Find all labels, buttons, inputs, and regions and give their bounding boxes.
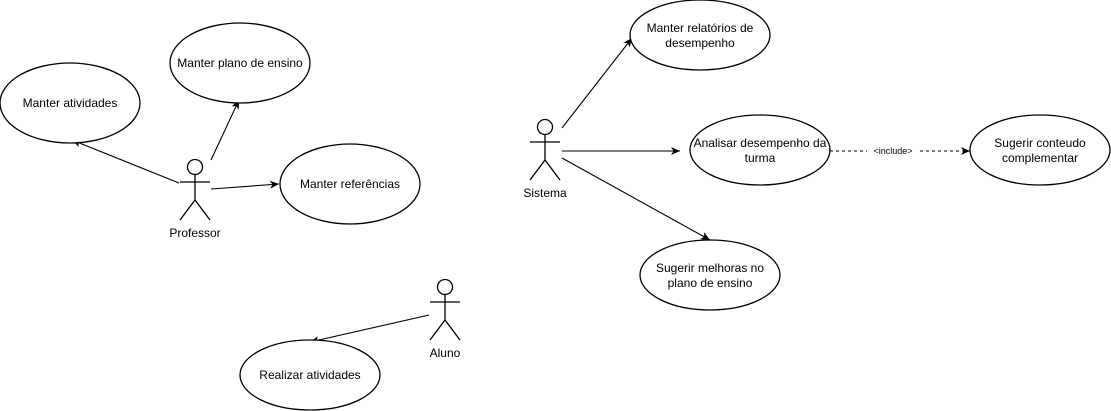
actor-label: Aluno — [430, 346, 461, 360]
association-sistema-sugerir-melhoras — [561, 157, 711, 241]
usecase-label-line-2: desempenho — [665, 36, 735, 50]
usecase-label-line-2: complementar — [1002, 151, 1078, 165]
actor-head-icon — [186, 158, 204, 176]
usecase-label: Realizar atividades — [259, 368, 360, 382]
usecase-sugerir-conteudo[interactable]: Sugerir conteudo complementar — [969, 114, 1111, 186]
association-professor-manter-plano-ensino — [210, 99, 240, 161]
actor-sistema[interactable]: Sistema — [523, 118, 567, 201]
usecase-manter-relatorios[interactable]: Manter relatórios de desempenho — [629, 0, 771, 71]
usecase-manter-atividades[interactable]: Manter atividades — [0, 62, 141, 144]
usecase-label-line-2: turma — [745, 151, 776, 165]
usecase-label-line-1: Sugerir melhoras no — [656, 261, 764, 275]
association-professor-manter-referencias — [210, 180, 280, 190]
include-label-background — [867, 144, 919, 157]
usecase-label: Manter atividades — [23, 96, 118, 110]
usecase-manter-plano-ensino[interactable]: Manter plano de ensino — [169, 22, 311, 104]
usecase-realizar-atividades[interactable]: Realizar atividades — [239, 339, 381, 411]
usecase-manter-referencias[interactable]: Manter referências — [279, 143, 421, 225]
association-professor-manter-atividades — [71, 139, 180, 184]
usecase-sugerir-melhoras[interactable]: Sugerir melhoras no plano de ensino — [639, 239, 781, 311]
include-label: <include> — [873, 146, 912, 156]
actor-head-icon — [536, 118, 554, 136]
usecase-label-line-1: Manter relatórios de — [647, 21, 754, 35]
actor-label: Professor — [169, 226, 220, 240]
actor-label: Sistema — [523, 186, 567, 200]
usecase-label-line-1: Sugerir conteudo — [994, 136, 1086, 150]
association-aluno-realizar-atividades — [309, 314, 430, 344]
usecase-label-line-1: Analisar desempenho da — [694, 136, 827, 150]
usecase-label: Manter referências — [300, 177, 400, 191]
actor-head-icon — [436, 278, 454, 296]
usecase-label: Manter plano de ensino — [177, 56, 303, 70]
actor-aluno[interactable]: Aluno — [429, 278, 461, 361]
usecase-label-line-2: plano de ensino — [668, 276, 753, 290]
association-sistema-manter-relatorios — [561, 37, 633, 129]
actor-professor[interactable]: Professor — [169, 158, 221, 241]
usecase-analisar-desempenho[interactable]: Analisar desempenho da turma — [689, 114, 831, 186]
